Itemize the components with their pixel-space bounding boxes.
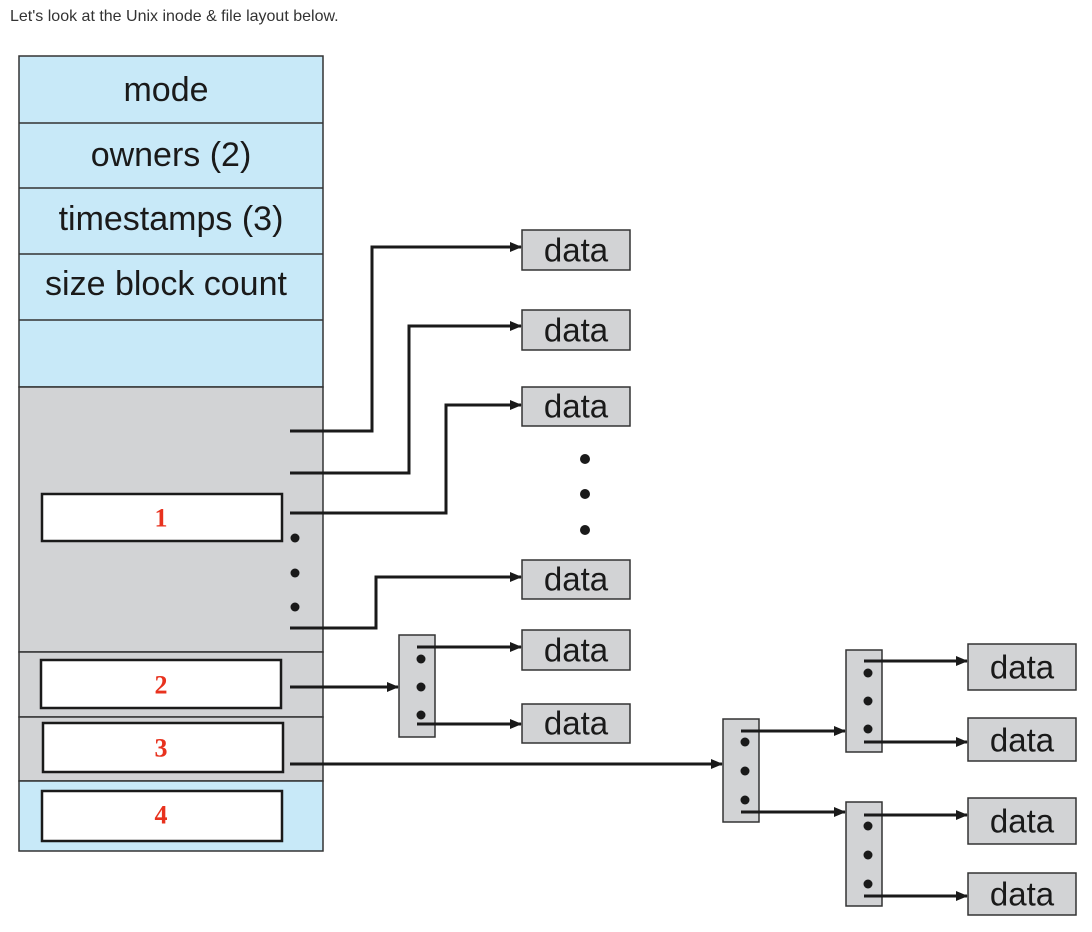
single-indirect-data-block-1: data: [521, 629, 631, 671]
pointer-box-1: [40, 492, 284, 543]
svg-text:data: data: [544, 388, 609, 425]
intro-text: Let's look at the Unix inode & file layo…: [10, 8, 339, 25]
direct-data-block-4: data: [521, 559, 631, 600]
field-size-block-count: size block count: [45, 265, 287, 303]
pointer-label-1: 1: [155, 504, 168, 533]
double-indirect-level1-arrows: [741, 726, 846, 817]
second-level-index-block-2: [845, 801, 883, 907]
svg-text:data: data: [544, 632, 609, 669]
second-level-index-block-1: [845, 649, 883, 753]
second-level-2-arrows: [864, 810, 968, 901]
single-indirect-index-block: [398, 634, 436, 738]
double-indirect-data-block-2: data: [967, 717, 1077, 762]
direct-data-block-1: data: [521, 229, 631, 271]
pointer-label-3: 3: [155, 734, 168, 763]
pointer-label-2: 2: [155, 671, 168, 700]
direct-data-ellipsis: [580, 454, 590, 535]
field-owners: owners (2): [91, 136, 252, 174]
svg-text:data: data: [544, 705, 609, 742]
double-indirect-data-block-3: data: [967, 797, 1077, 845]
direct-pointer-arrows: [290, 242, 522, 630]
field-timestamps: timestamps (3): [59, 200, 284, 238]
field-mode: mode: [123, 71, 208, 109]
double-indirect-index-block: [722, 718, 760, 823]
inode-attributes-block: [18, 55, 324, 388]
svg-text:data: data: [990, 649, 1055, 686]
pointer-box-3: [41, 721, 285, 774]
pointer-box-2: [39, 658, 283, 710]
double-indirect-data-block-1: data: [967, 643, 1077, 691]
single-indirect-data-arrows: [417, 642, 522, 729]
double-indirect-data-block-4: data: [967, 872, 1077, 916]
direct-data-block-2: data: [521, 309, 631, 351]
pointer-box-4: [40, 789, 284, 843]
single-indirect-data-block-2: data: [521, 703, 631, 744]
pointer-label-4: 4: [155, 801, 168, 830]
svg-text:data: data: [990, 876, 1055, 913]
svg-text:data: data: [544, 561, 609, 598]
svg-text:data: data: [990, 803, 1055, 840]
second-level-1-arrows: [864, 656, 968, 747]
direct-pointer-ellipsis: [290, 533, 300, 612]
svg-text:data: data: [544, 232, 609, 269]
svg-text:data: data: [544, 312, 609, 349]
svg-text:data: data: [990, 722, 1055, 759]
direct-data-block-3: data: [521, 386, 631, 427]
